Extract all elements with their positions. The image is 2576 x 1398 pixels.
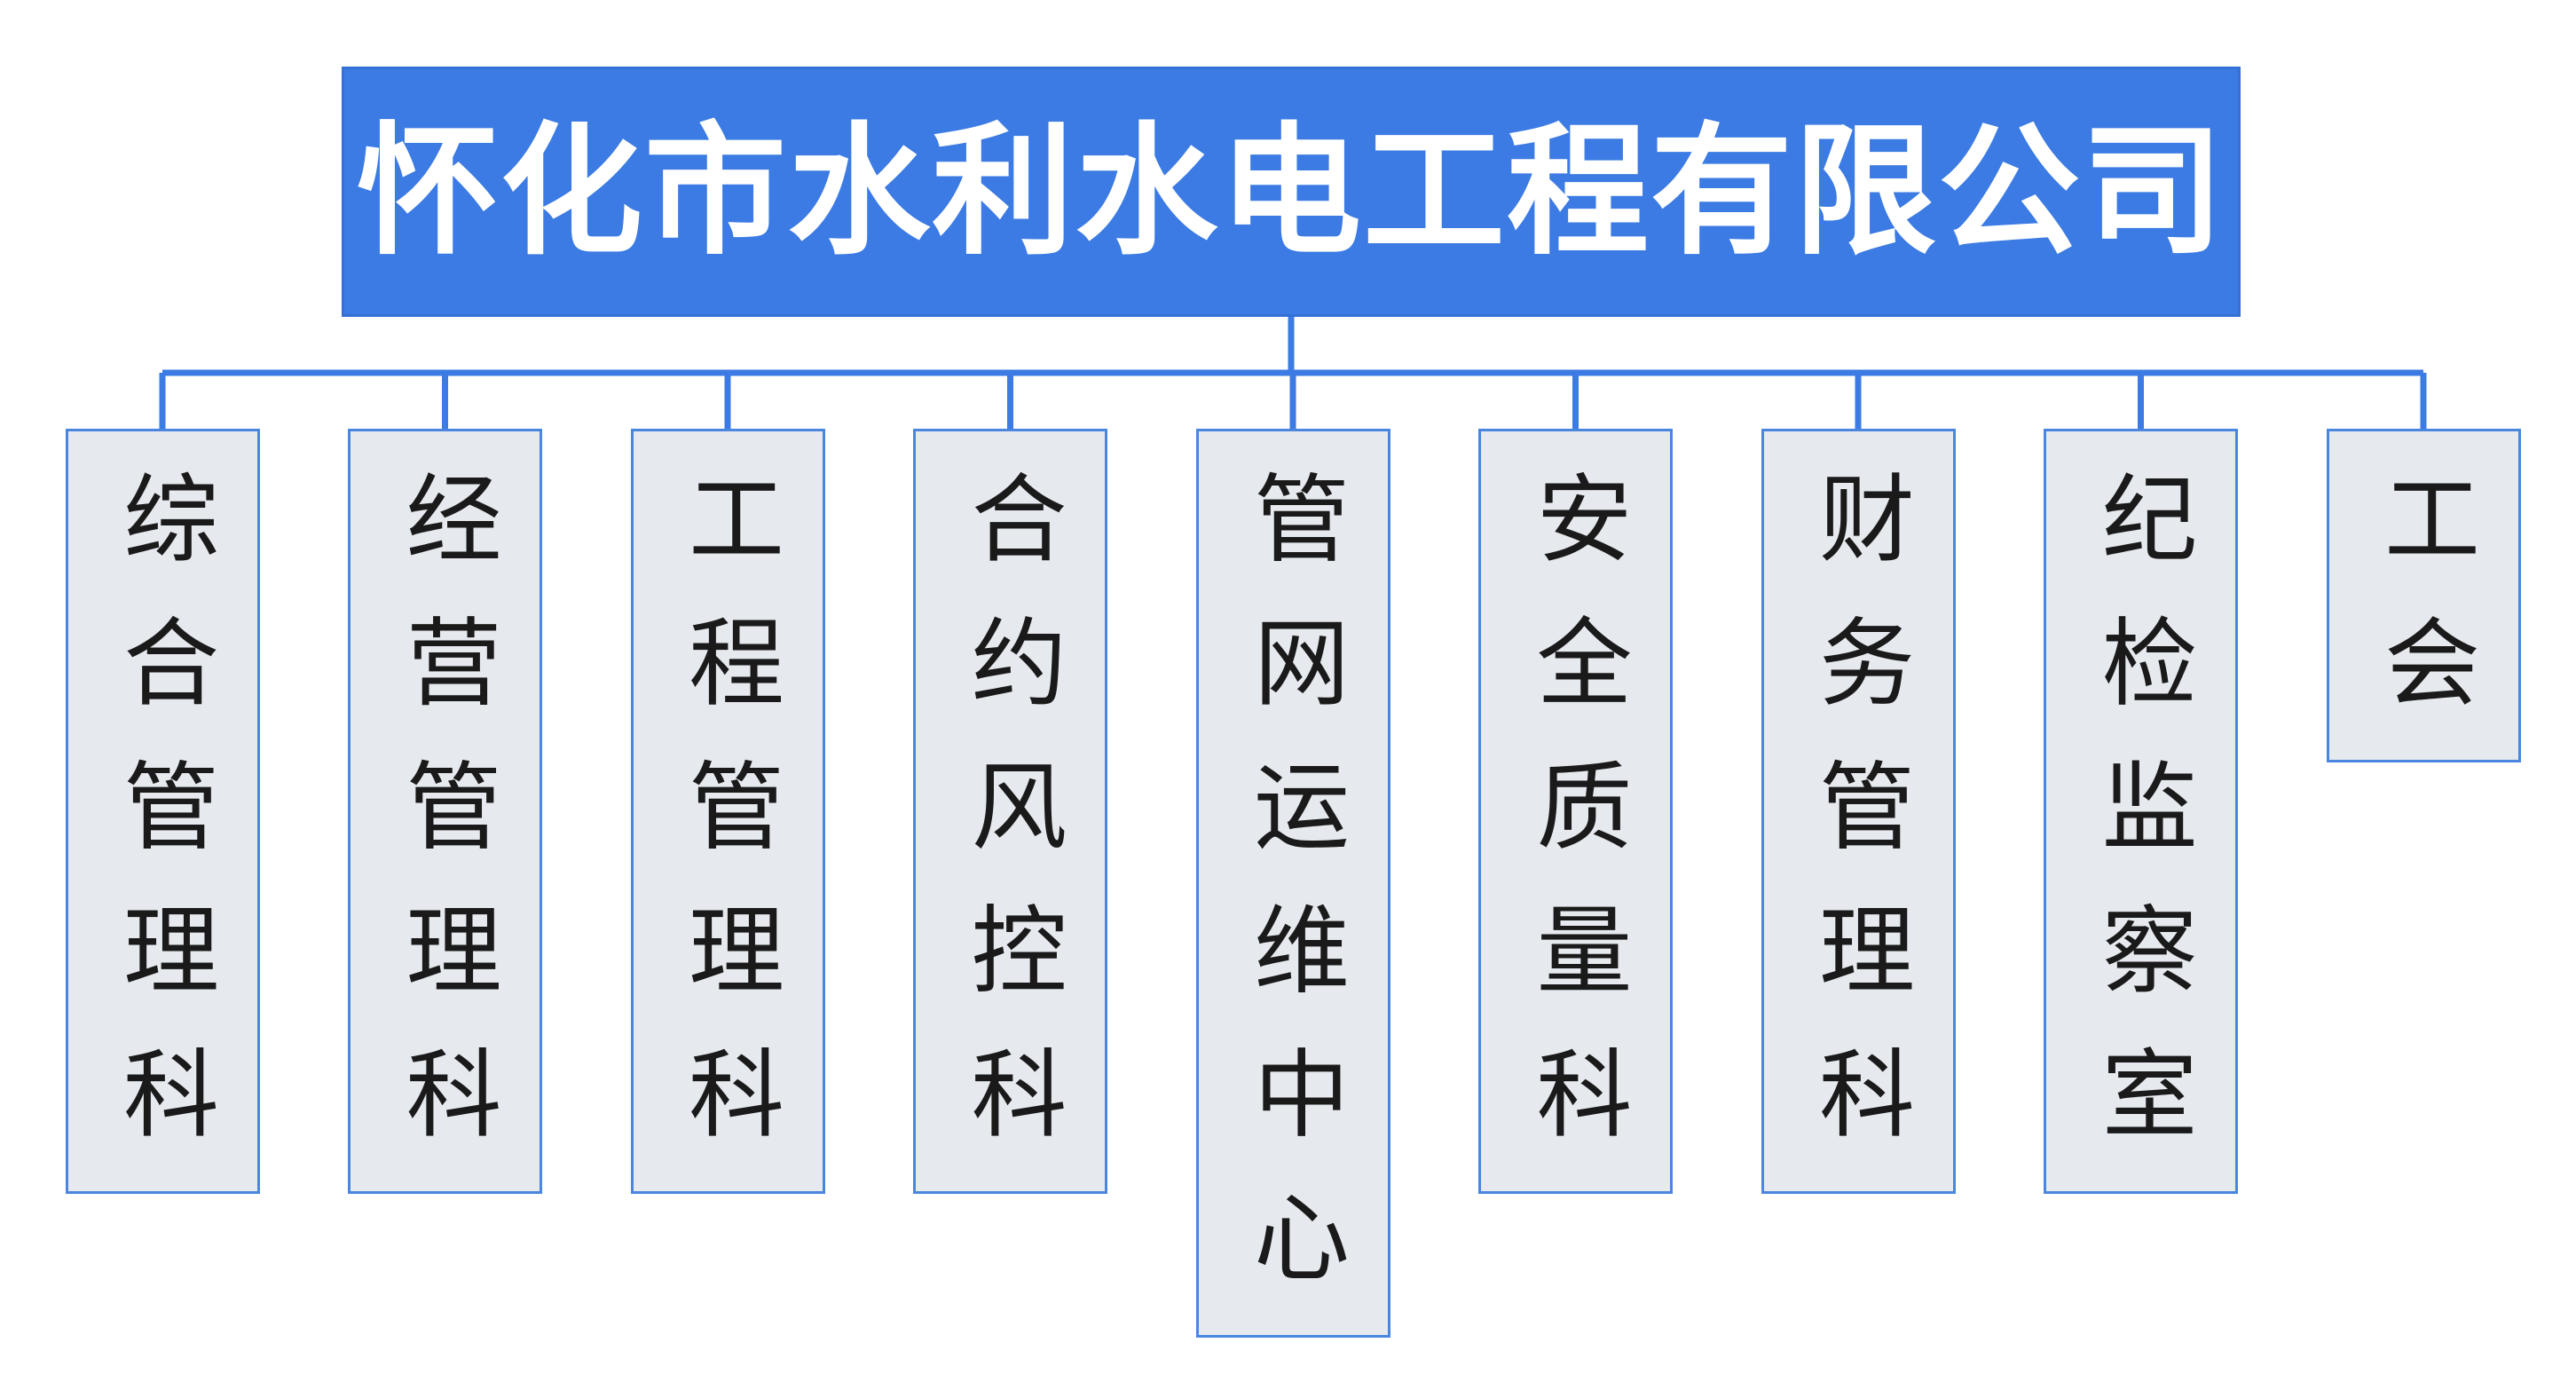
department-label: 工会 — [2368, 469, 2479, 756]
department-node: 管网运维中心 — [1195, 429, 1390, 1338]
department-node: 工程管理科 — [630, 429, 825, 1194]
root-node: 怀化市水利水电工程有限公司 — [342, 67, 2241, 317]
department-node: 安全质量科 — [1478, 429, 1673, 1194]
department-label: 管网运维中心 — [1238, 469, 1349, 1331]
department-label: 财务管理科 — [1803, 469, 1914, 1188]
root-title: 怀化市水利水电工程有限公司 — [356, 108, 2225, 274]
department-label: 综合管理科 — [107, 469, 218, 1188]
department-node: 合约风控科 — [913, 429, 1107, 1194]
department-node: 财务管理科 — [1761, 429, 1956, 1194]
department-node: 综合管理科 — [65, 429, 260, 1194]
department-node: 纪检监察室 — [2044, 429, 2238, 1194]
department-label: 合约风控科 — [955, 469, 1067, 1188]
department-label: 安全质量科 — [1520, 469, 1632, 1188]
department-label: 工程管理科 — [673, 469, 784, 1188]
department-node: 工会 — [2326, 429, 2521, 762]
department-label: 纪检监察室 — [2085, 469, 2197, 1188]
department-label: 经营管理科 — [390, 469, 501, 1188]
department-node: 经营管理科 — [348, 429, 542, 1194]
